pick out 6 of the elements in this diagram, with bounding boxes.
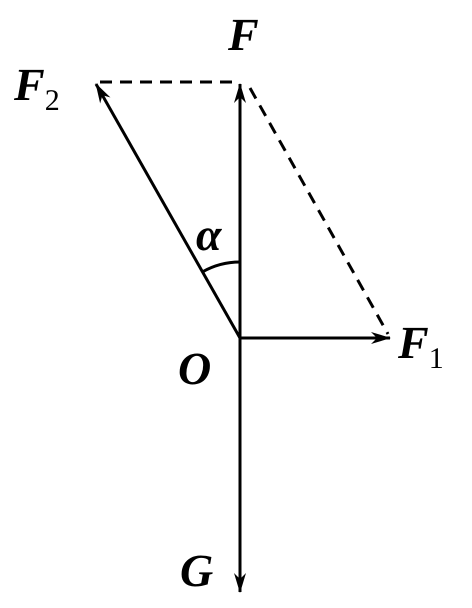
angle-label: α <box>196 212 222 258</box>
force-label: F$_{2}$ <box>14 62 60 116</box>
point-label: O <box>178 346 212 392</box>
force-label: F$_{1}$ <box>398 320 444 374</box>
force-label: G <box>180 548 214 594</box>
force-label: F <box>228 12 259 58</box>
